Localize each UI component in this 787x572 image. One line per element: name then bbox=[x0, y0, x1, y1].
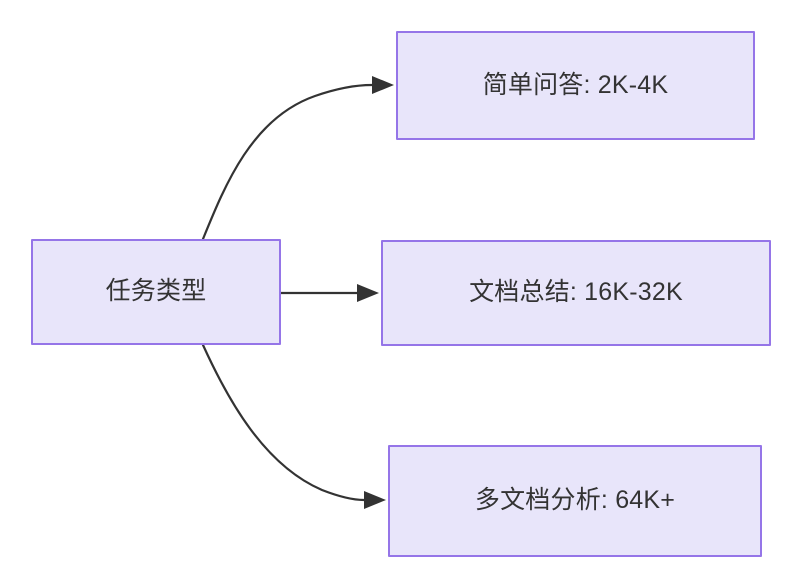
arrowhead-doc-summary bbox=[357, 284, 379, 302]
node-task-type-label: 任务类型 bbox=[105, 277, 207, 306]
node-multi-doc[interactable]: 多文档分析: 64K+ bbox=[388, 445, 762, 557]
node-doc-summary-label: 文档总结: 16K-32K bbox=[469, 278, 683, 307]
edge-root-to-simple-qa-path bbox=[201, 83, 374, 241]
edge-root-to-multi-doc-path bbox=[201, 343, 366, 502]
node-multi-doc-label: 多文档分析: 64K+ bbox=[474, 486, 676, 515]
node-doc-summary[interactable]: 文档总结: 16K-32K bbox=[381, 240, 771, 346]
edge-root-to-multi-doc bbox=[201, 343, 386, 509]
node-simple-qa[interactable]: 简单问答: 2K-4K bbox=[396, 31, 755, 140]
arrowhead-multi-doc bbox=[364, 491, 386, 509]
node-task-type[interactable]: 任务类型 bbox=[31, 239, 281, 345]
node-simple-qa-label: 简单问答: 2K-4K bbox=[482, 70, 669, 99]
edge-root-to-doc-summary bbox=[279, 284, 379, 302]
arrowhead-simple-qa bbox=[372, 76, 394, 94]
edge-root-to-simple-qa bbox=[201, 76, 394, 241]
